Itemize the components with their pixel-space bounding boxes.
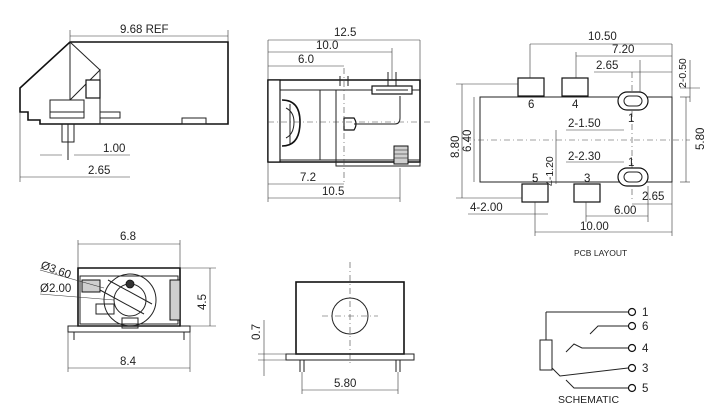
w-total-label: 12.5 — [334, 27, 356, 39]
b-600-label: 6.00 — [614, 205, 636, 217]
ref-length-label: 9.68 REF — [120, 24, 169, 36]
right-050-label: 2-0.50 — [677, 58, 689, 88]
top-1050-label: 10.50 — [588, 31, 617, 43]
b-265-label: 2.65 — [642, 191, 664, 203]
right-580-label: 5.80 — [695, 128, 707, 150]
left-880-label: 8.80 — [450, 136, 462, 158]
pad-4-label: 4 — [572, 99, 579, 111]
c-230-label: 2-2.30 — [568, 151, 601, 163]
w-72-label: 7.2 — [300, 172, 316, 184]
d360-label: Ø3.60 — [39, 260, 73, 282]
pad-6-label: 6 — [528, 99, 534, 111]
h45-label: 4.5 — [197, 294, 209, 310]
w-6-label: 6.0 — [298, 54, 314, 66]
sch-pin-1-label: 1 — [642, 307, 648, 319]
pad-1b-label: 1 — [628, 157, 634, 169]
w-105-label: 10.5 — [322, 186, 344, 198]
b-200-label: 4-2.00 — [470, 202, 503, 214]
pad-3-label: 3 — [584, 173, 590, 185]
pad-5-label: 5 — [532, 173, 538, 185]
bottom-view: Ø3.60 Ø2.00 6.8 4.5 8.4 — [39, 231, 216, 372]
end-view: 0.7 5.80 — [251, 262, 415, 394]
c-150-label: 2-1.50 — [568, 118, 601, 130]
w-10-label: 10.0 — [316, 40, 338, 52]
w84-label: 8.4 — [120, 356, 137, 368]
pad-1a-label: 1 — [628, 113, 634, 125]
w580-label: 5.80 — [334, 378, 356, 390]
c-120-label: 4-1.20 — [544, 156, 556, 186]
w68-label: 6.8 — [120, 231, 136, 243]
dim-265-label: 2.65 — [88, 165, 110, 177]
sch-pin-3-label: 3 — [642, 363, 648, 375]
top-720-label: 7.20 — [612, 44, 634, 56]
schematic: 1 6 4 3 5 SCHEMATIC — [539, 307, 649, 405]
sch-pin-4-label: 4 — [642, 343, 649, 355]
pcb-layout: 6 4 1 5 3 1 10.50 7.20 2.65 2-0.50 8.80 … — [450, 31, 707, 258]
left-640-label: 6.40 — [462, 130, 474, 152]
pcb-caption: PCB LAYOUT — [574, 248, 627, 258]
d200-label: Ø2.00 — [40, 283, 71, 295]
dim-100-label: 1.00 — [103, 143, 125, 155]
side-view: 9.68 REF 1.00 2.65 — [19, 24, 229, 182]
b-1000-label: 10.00 — [580, 221, 609, 233]
h07-label: 0.7 — [251, 324, 263, 340]
schematic-caption: SCHEMATIC — [558, 394, 619, 405]
top-265-label: 2.65 — [596, 60, 618, 72]
sch-pin-5-label: 5 — [642, 383, 648, 395]
front-view: 12.5 10.0 6.0 7.2 10.5 — [267, 27, 430, 202]
sch-pin-6-label: 6 — [642, 321, 648, 333]
